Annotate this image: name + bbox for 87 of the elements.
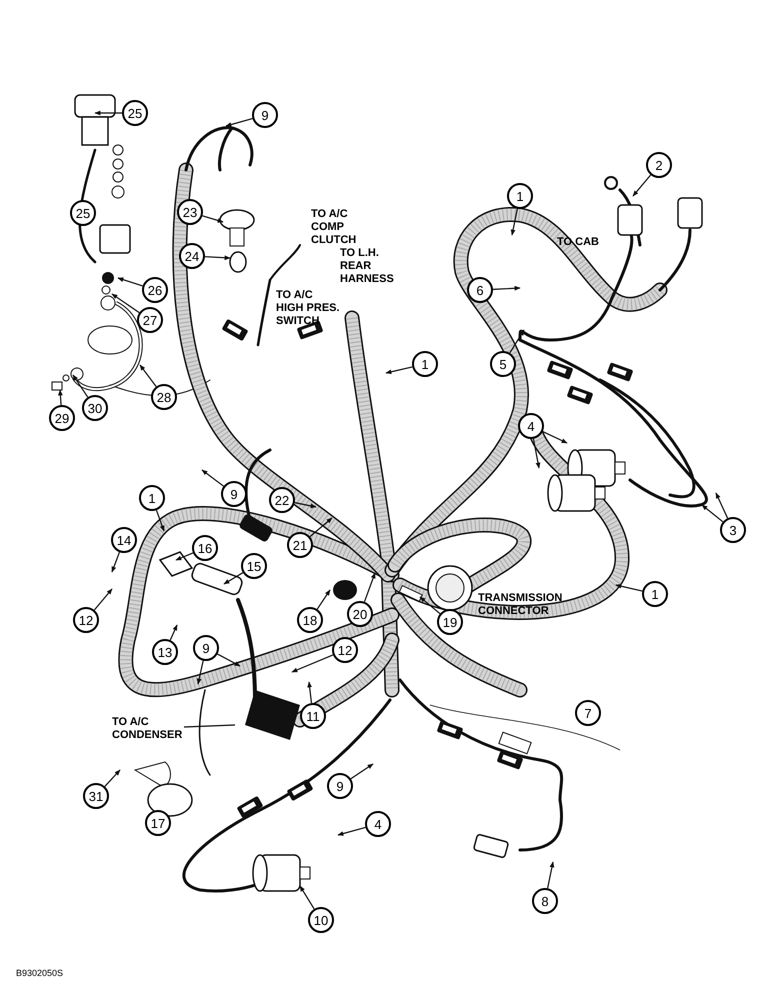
callout-number: 11	[300, 703, 326, 729]
callout-number: 18	[297, 607, 323, 633]
leader-line	[223, 572, 244, 585]
leader-line	[94, 588, 112, 610]
leader-line	[72, 374, 88, 398]
leader-line	[310, 518, 332, 538]
leader-line	[58, 389, 63, 406]
leader-line	[420, 596, 440, 614]
callout-number: 8	[532, 888, 558, 914]
callout-number: 2	[646, 152, 672, 178]
destination-label: TO CAB	[557, 236, 600, 249]
leader-line	[715, 492, 728, 518]
leader-line	[492, 286, 521, 291]
leader-line	[364, 572, 376, 602]
leader-line	[217, 654, 241, 667]
callout-number: 24	[179, 243, 205, 269]
leader-line	[204, 255, 231, 260]
destination-label: TO A/C HIGH PRES. SWITCH	[276, 289, 341, 328]
leader-line	[294, 502, 317, 508]
callout-number: 10	[308, 907, 334, 933]
leader-line	[509, 330, 525, 354]
leader-line	[350, 764, 374, 780]
callout-number: 31	[83, 783, 109, 809]
callout-number: 1	[139, 485, 165, 511]
callout-number: 30	[82, 395, 108, 421]
callout-number: 6	[467, 277, 493, 303]
callout-number: 9	[252, 102, 278, 128]
leader-line	[316, 590, 330, 610]
callout-number: 28	[151, 384, 177, 410]
callout-number: 22	[269, 487, 295, 513]
leader-line	[156, 510, 165, 532]
leader-line	[542, 431, 568, 444]
callout-number: 25	[122, 100, 148, 126]
callout-number: 7	[575, 700, 601, 726]
leader-line	[337, 826, 366, 836]
destination-label: TRANSMISSION CONNECTOR	[478, 592, 564, 618]
leader-line	[202, 470, 224, 487]
callout-number: 9	[193, 635, 219, 661]
leader-line	[104, 770, 120, 787]
leader-line	[702, 504, 724, 522]
callout-number: 1	[412, 351, 438, 377]
leader-line	[184, 724, 236, 728]
leader-line	[385, 366, 412, 374]
leader-line	[299, 886, 315, 910]
callout-number: 1	[507, 183, 533, 209]
callout-number: 15	[241, 553, 267, 579]
callout-number: 16	[192, 535, 218, 561]
leader-line	[111, 552, 120, 573]
leader-line	[547, 861, 554, 888]
callout-number: 19	[437, 609, 463, 635]
callout-number: 4	[518, 413, 544, 439]
callout-number: 26	[142, 277, 168, 303]
callout-number: 9	[327, 773, 353, 799]
leader-line	[196, 660, 204, 685]
callout-number: 5	[490, 351, 516, 377]
destination-label: TO A/C COMP CLUTCH	[311, 208, 358, 247]
leader-line	[94, 110, 122, 116]
callout-number: 20	[347, 601, 373, 627]
callout-number: 23	[177, 199, 203, 225]
leader-line	[140, 364, 157, 387]
callout-number: 12	[332, 637, 358, 663]
figure-code: B9302050S	[16, 968, 64, 979]
callout-number: 21	[287, 532, 313, 558]
callout-number: 1	[642, 581, 668, 607]
leader-line	[225, 118, 253, 127]
callout-number: 3	[720, 517, 746, 543]
leader-line	[175, 552, 194, 561]
leader-line	[291, 654, 334, 673]
callout-number: 14	[111, 527, 137, 553]
leader-line	[170, 624, 178, 640]
callout-number: 4	[365, 811, 391, 837]
callout-number: 17	[145, 810, 171, 836]
leader-line	[532, 438, 540, 469]
callout-number: 25	[70, 200, 96, 226]
callout-number: 29	[49, 405, 75, 431]
leader-line	[632, 174, 652, 196]
callout-number: 27	[137, 307, 163, 333]
leader-line	[615, 584, 642, 592]
leader-line	[307, 681, 312, 704]
leader-line	[117, 277, 143, 287]
leader-line	[202, 215, 224, 223]
destination-label: TO L.H. REAR HARNESS	[340, 247, 395, 286]
leader-line	[510, 208, 518, 236]
callout-number: 9	[221, 481, 247, 507]
callout-number: 13	[152, 639, 178, 665]
callout-number: 12	[73, 607, 99, 633]
callout-label: TO A/C CONDENSER	[112, 716, 182, 742]
